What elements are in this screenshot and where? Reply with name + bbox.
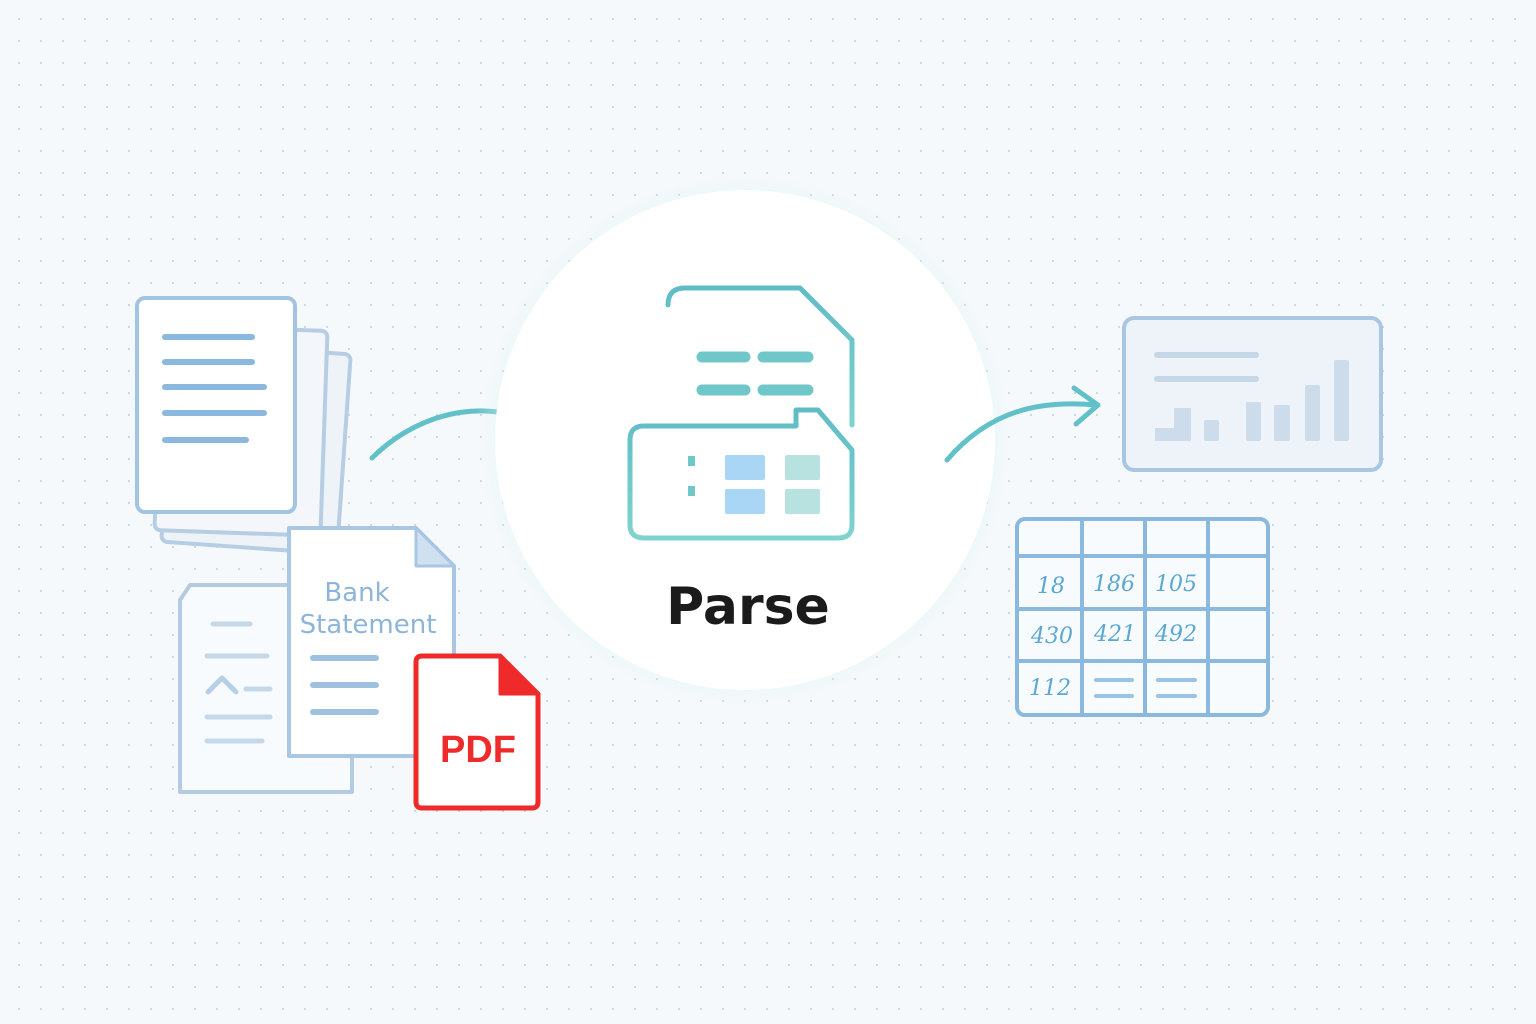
bar-chart-icon xyxy=(1155,360,1349,441)
statement-title-line2: Statement xyxy=(300,610,437,640)
table-cell: 18 xyxy=(1037,574,1065,599)
table-cell: 105 xyxy=(1155,572,1197,597)
statement-title-line1: Bank xyxy=(324,578,389,608)
table-cell: 186 xyxy=(1093,572,1135,597)
pdf-file-icon: PDF xyxy=(413,653,541,811)
arrow-to-output-icon xyxy=(944,385,1101,463)
page-fold-icon xyxy=(414,526,456,568)
output-table: 18 186 105 430 421 492 112 xyxy=(1015,517,1270,717)
parse-node: Parse xyxy=(475,170,1015,710)
table-cell: 430 xyxy=(1030,624,1073,649)
dashboard-card xyxy=(1122,316,1383,472)
document-stack-icon xyxy=(135,296,353,556)
table-cell: 421 xyxy=(1093,622,1136,647)
pdf-label: PDF xyxy=(440,729,516,771)
chevron-up-icon xyxy=(205,675,239,695)
table-cell: 492 xyxy=(1154,622,1197,647)
parse-document-icon xyxy=(627,285,855,541)
parse-label: Parse xyxy=(666,577,830,637)
table-cell: 112 xyxy=(1029,676,1071,701)
input-documents: Bank Statement PDF xyxy=(135,296,541,811)
